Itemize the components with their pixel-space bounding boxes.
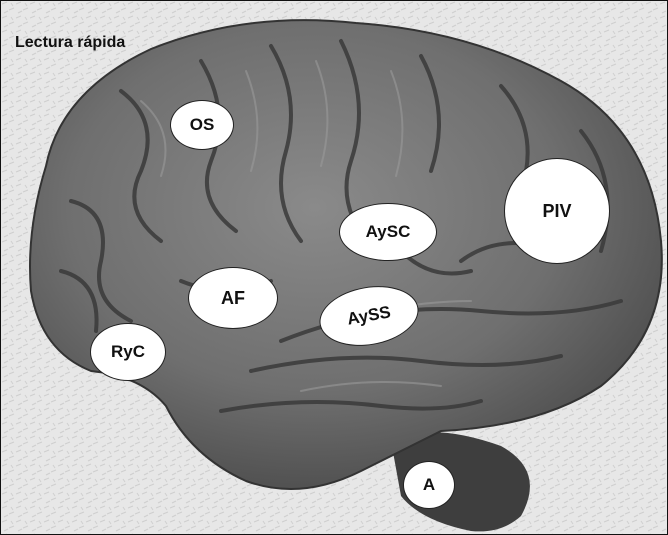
- region-label-af-text: AF: [221, 288, 245, 309]
- region-label-a: A: [403, 461, 455, 509]
- region-label-os: OS: [170, 100, 234, 150]
- region-label-af: AF: [188, 267, 278, 329]
- region-label-ayss-text: AySS: [346, 302, 393, 329]
- region-label-piv-text: PIV: [542, 201, 571, 222]
- region-label-os-text: OS: [190, 115, 215, 135]
- region-label-ryc-text: RyC: [111, 342, 145, 362]
- region-label-ryc: RyC: [90, 323, 166, 381]
- region-label-piv: PIV: [504, 158, 610, 264]
- region-label-aysc-text: AySC: [366, 222, 411, 242]
- region-label-a-text: A: [423, 475, 435, 495]
- region-label-aysc: AySC: [339, 203, 437, 261]
- figure-title: Lectura rápida: [15, 34, 125, 52]
